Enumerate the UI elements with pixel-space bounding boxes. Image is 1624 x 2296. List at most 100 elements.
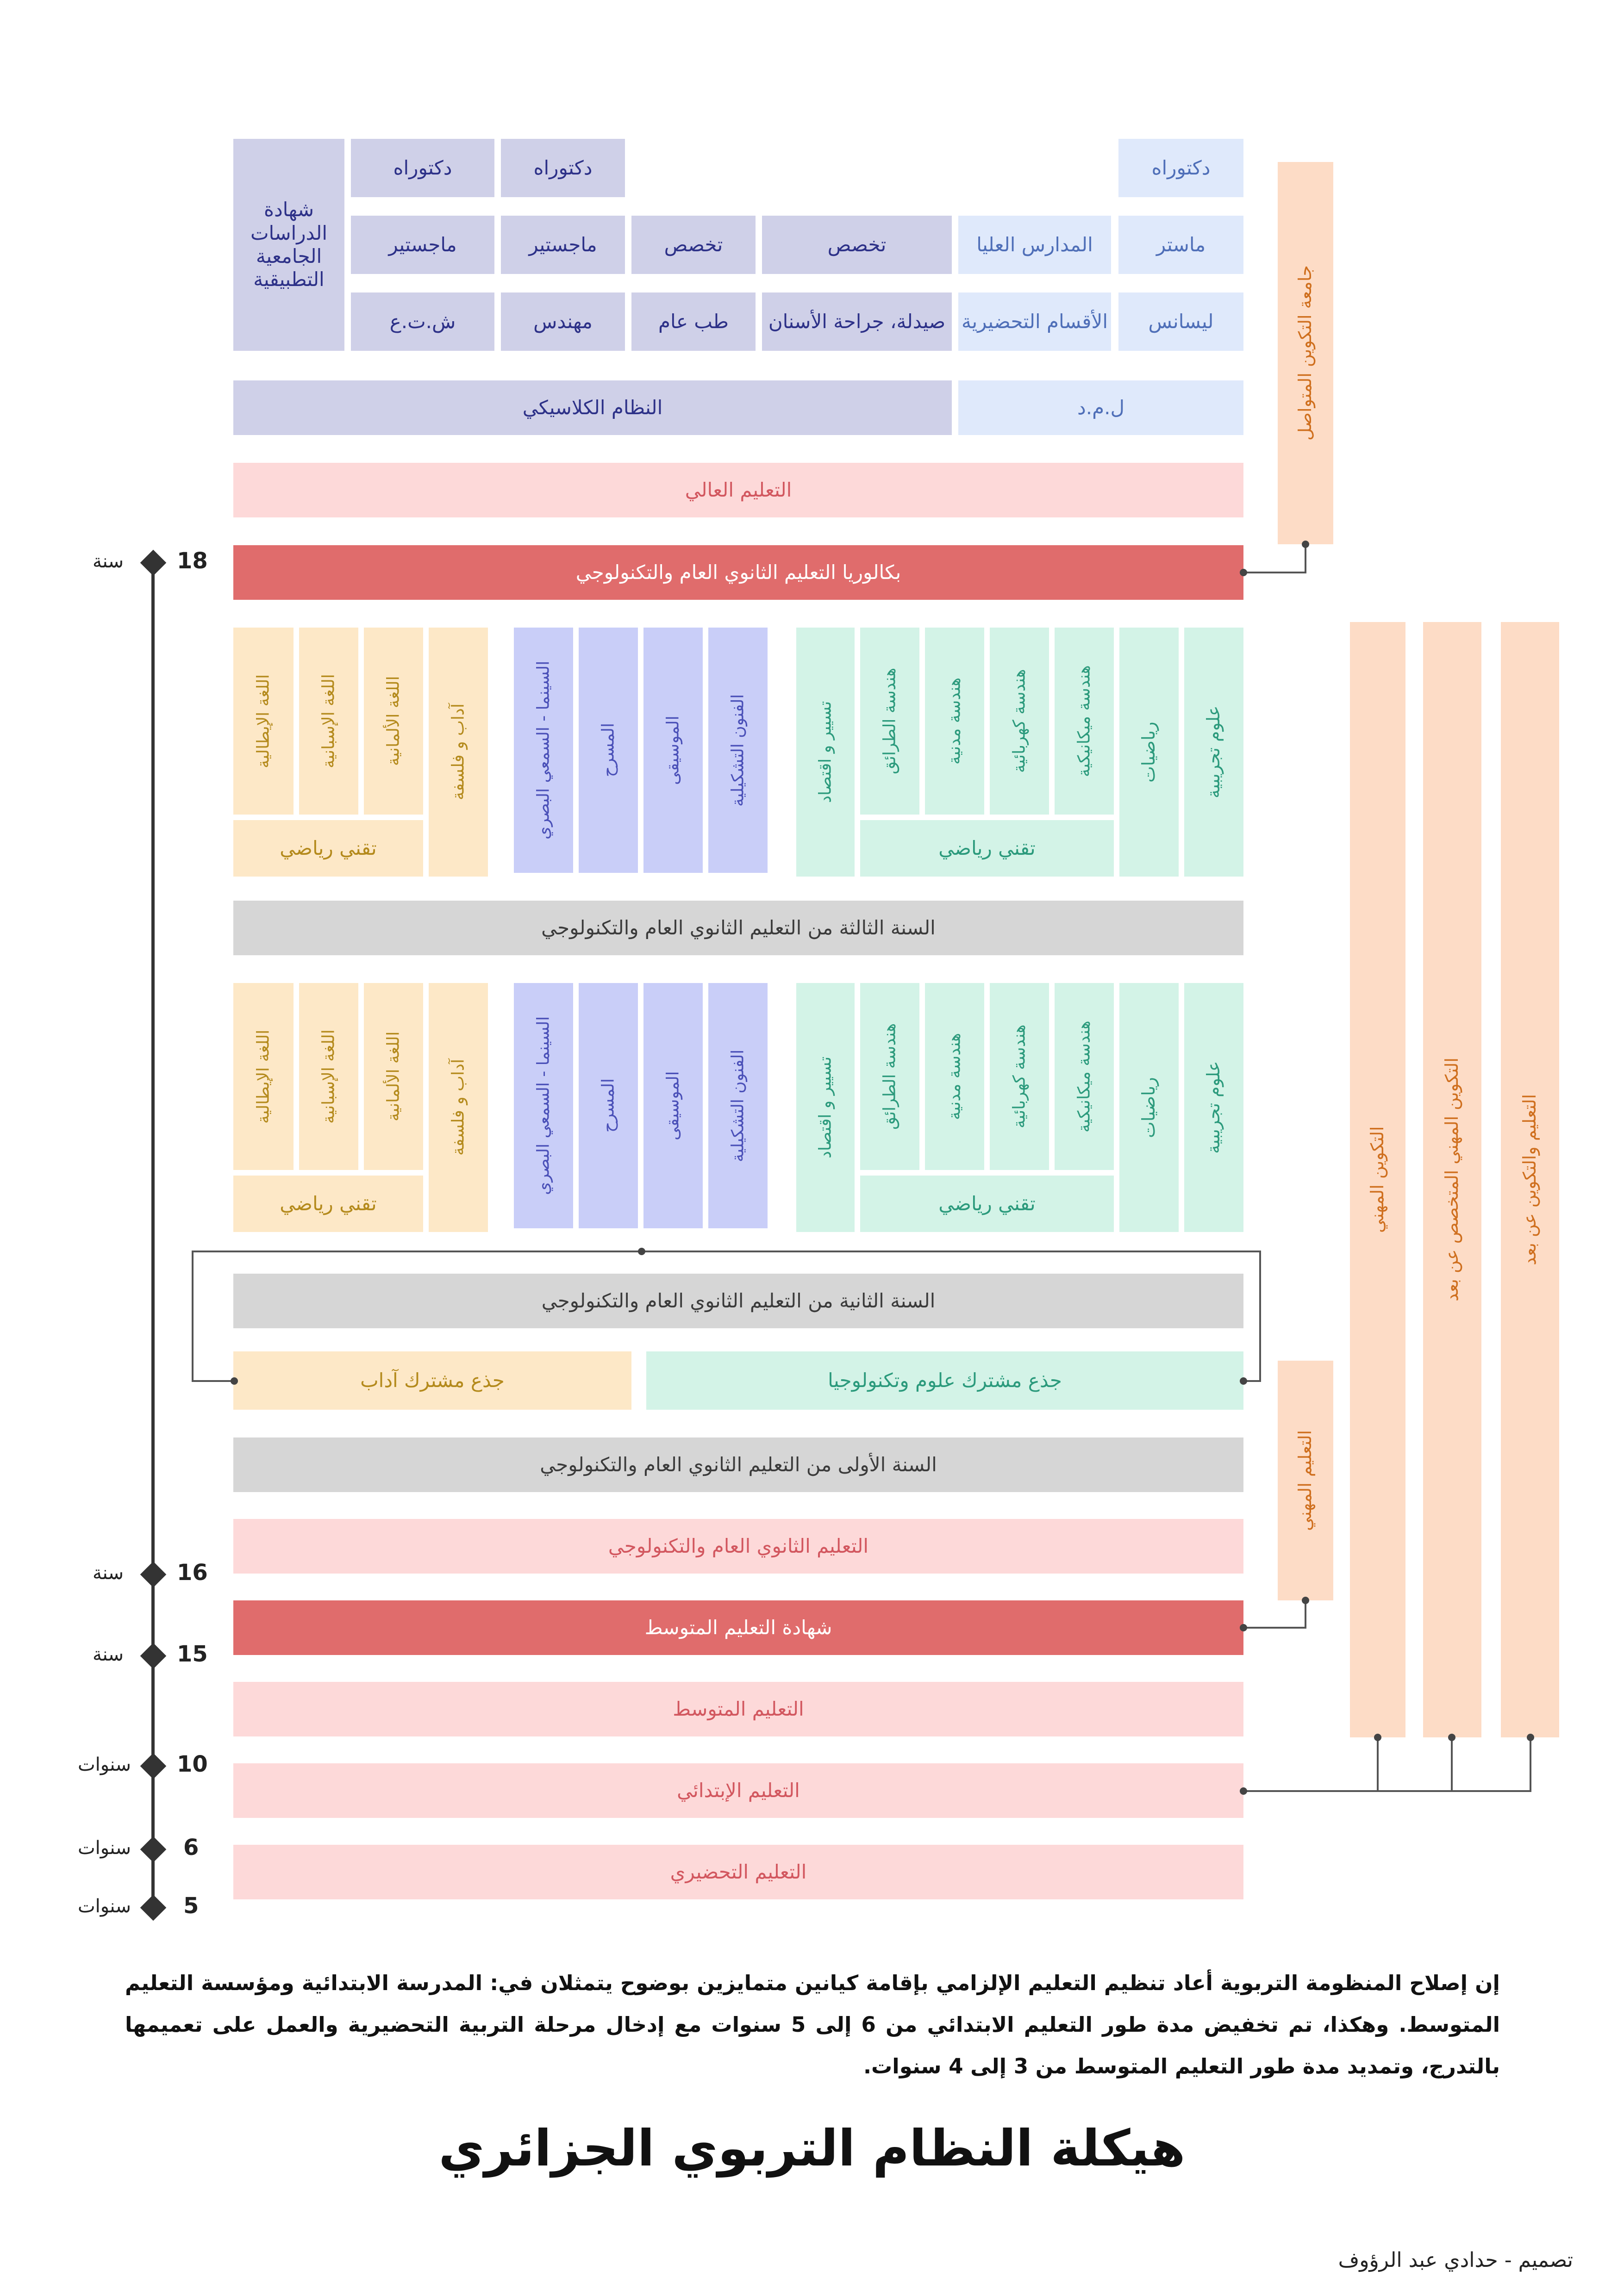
- age-axis: [151, 562, 155, 1911]
- age-unit: سنوات: [78, 1837, 131, 1859]
- classical-system: النظام الكلاسيكي: [233, 380, 952, 435]
- age-value: 15: [177, 1641, 208, 1667]
- connector-dot: [1240, 1624, 1247, 1631]
- connector-dot: [1448, 1734, 1455, 1741]
- stream-process-eng-2: هندسة الطرائق: [860, 983, 919, 1170]
- stream-technical-math-letters: تقني رياضي: [233, 820, 423, 877]
- connector-dot: [1374, 1734, 1381, 1741]
- stream-experimental-sciences: علوم تجريبية: [1184, 628, 1243, 877]
- applied-diploma: شهادة الدراسات الجامعية التطبيقية: [233, 139, 344, 351]
- engineer: مهندس: [501, 292, 625, 351]
- vocational-training: التكوين المهني: [1350, 622, 1405, 1737]
- stream-german-2: اللغة الألمانية: [364, 983, 423, 1170]
- stream-elec-eng-2: هندسة كهربائية: [990, 983, 1049, 1170]
- age-unit: سنة: [93, 551, 124, 572]
- age-value: 6: [183, 1835, 199, 1860]
- connector-dot: [231, 1377, 238, 1385]
- stream-spanish: اللغة الإسبانية: [299, 628, 358, 815]
- stream-mathematics: رياضيات: [1119, 628, 1179, 877]
- secondary-education: التعليم الثانوي العام والتكنولوجي: [233, 1519, 1243, 1574]
- age-value: 5: [183, 1893, 199, 1919]
- age-unit: سنوات: [78, 1896, 131, 1917]
- stream-technical-math: تقني رياضي: [860, 820, 1114, 877]
- doctorate-classic-1: دكتوراه: [501, 139, 625, 197]
- age-marker: [140, 1643, 167, 1669]
- primary-education: التعليم الإبتدائي: [233, 1763, 1243, 1818]
- grandes-ecoles: المدارس العليا: [958, 216, 1111, 274]
- prep-classes: الأقسام التحضيرية: [958, 292, 1111, 351]
- connector: [192, 1380, 233, 1382]
- common-trunk-letters: جذع مشترك آداب: [233, 1351, 631, 1410]
- stream-cinema: السينما - السمعي البصري: [514, 628, 573, 873]
- connector: [1243, 1790, 1531, 1792]
- connector: [1305, 1600, 1306, 1629]
- baccalaureate: بكالوريا التعليم الثانوي العام والتكنولو…: [233, 545, 1243, 600]
- connector-dot: [1240, 1377, 1247, 1385]
- age-marker: [140, 1836, 167, 1863]
- age-marker: [140, 1753, 167, 1780]
- age-unit: سنة: [93, 1562, 124, 1584]
- age-marker: [140, 549, 167, 576]
- stream-music-2: الموسيقى: [643, 983, 703, 1228]
- stream-mech-eng: هندسة ميكانيكية: [1055, 628, 1114, 815]
- stream-technical-math-letters-2: تقني رياضي: [233, 1176, 423, 1232]
- stream-elec-eng: هندسة كهربائية: [990, 628, 1049, 815]
- connector: [1377, 1737, 1379, 1792]
- second-year: السنة الثانية من التعليم الثانوي العام و…: [233, 1274, 1243, 1328]
- doctorate-lmd: دكتوراه: [1118, 139, 1243, 197]
- connector: [192, 1251, 1261, 1252]
- age-unit: سنوات: [78, 1754, 131, 1775]
- connector: [1259, 1251, 1261, 1381]
- connector-dot: [1302, 541, 1309, 548]
- magister-2: ماجستير: [351, 216, 494, 274]
- master-lmd: ماستر: [1118, 216, 1243, 274]
- connector: [1305, 544, 1306, 573]
- magister-1: ماجستير: [501, 216, 625, 274]
- stream-italian-2: اللغة الإيطالية: [233, 983, 294, 1170]
- stream-arts-plastic-2: الفنون التشكيلية: [708, 983, 768, 1228]
- age-unit: سنة: [93, 1644, 124, 1665]
- connector-dot: [1240, 569, 1247, 576]
- stream-mathematics-2: رياضيات: [1119, 983, 1179, 1232]
- connector: [1243, 572, 1305, 573]
- connector-dot: [1240, 1787, 1247, 1795]
- specialty-pharmacy: تخصص: [762, 216, 952, 274]
- connector-dot: [1527, 1734, 1534, 1741]
- pharmacy-dentistry: صيدلة، جراحة الأسنان: [762, 292, 952, 351]
- middle-education: التعليم المتوسط: [233, 1682, 1243, 1736]
- description-paragraph: إن إصلاح المنظومة التربوية أعاد تنظيم ال…: [125, 1971, 1500, 2078]
- stream-process-eng: هندسة الطرائق: [860, 628, 919, 815]
- stream-management-economics-2: تسيير و اقتصاد: [796, 983, 855, 1232]
- age-marker: [140, 1894, 167, 1921]
- higher-education: التعليم العالي: [233, 463, 1243, 517]
- connector-dot: [638, 1248, 645, 1255]
- page-title: هيكلة النظام التربوي الجزائري: [438, 2120, 1186, 2178]
- licence-lmd: ليسانس: [1118, 292, 1243, 351]
- first-year: السنة الأولى من التعليم الثانوي العام وا…: [233, 1437, 1243, 1492]
- connector: [1451, 1737, 1453, 1792]
- stream-italian: اللغة الإيطالية: [233, 628, 294, 815]
- preschool-education: التعليم التحضيري: [233, 1845, 1243, 1899]
- general-medicine: طب عام: [631, 292, 756, 351]
- open-university: جامعة التكوين المتواصل: [1278, 162, 1333, 544]
- specialty-medicine: تخصص: [631, 216, 756, 274]
- third-year: السنة الثالثة من التعليم الثانوي العام و…: [233, 901, 1243, 955]
- stream-theatre: المسرح: [579, 628, 638, 873]
- stream-technical-math-2: تقني رياضي: [860, 1176, 1114, 1232]
- connector: [1243, 1627, 1305, 1629]
- doctorate-classic-2: دكتوراه: [351, 139, 494, 197]
- age-marker: [140, 1561, 167, 1588]
- bem-certificate: شهادة التعليم المتوسط: [233, 1600, 1243, 1655]
- credit: تصميم - حدادي عبد الرؤوف: [1338, 2248, 1573, 2272]
- common-trunk-sciences: جذع مشترك علوم وتكنولوجيا: [646, 1351, 1243, 1410]
- lmd-system: ل.م.د: [958, 380, 1243, 435]
- specialized-training: التكوين المهني المتخصص عن بعد: [1423, 622, 1481, 1737]
- stream-philosophy: آداب و فلسفة: [429, 628, 488, 877]
- age-value: 16: [177, 1560, 208, 1586]
- stream-mech-eng-2: هندسة ميكانيكية: [1055, 983, 1114, 1170]
- remote-education: التعليم والتكوين عن بعد: [1501, 622, 1559, 1737]
- stream-civil-eng-2: هندسة مدنية: [925, 983, 984, 1170]
- connector: [192, 1251, 194, 1381]
- dues: ش.ت.ع: [351, 292, 494, 351]
- stream-german: اللغة الألمانية: [364, 628, 423, 815]
